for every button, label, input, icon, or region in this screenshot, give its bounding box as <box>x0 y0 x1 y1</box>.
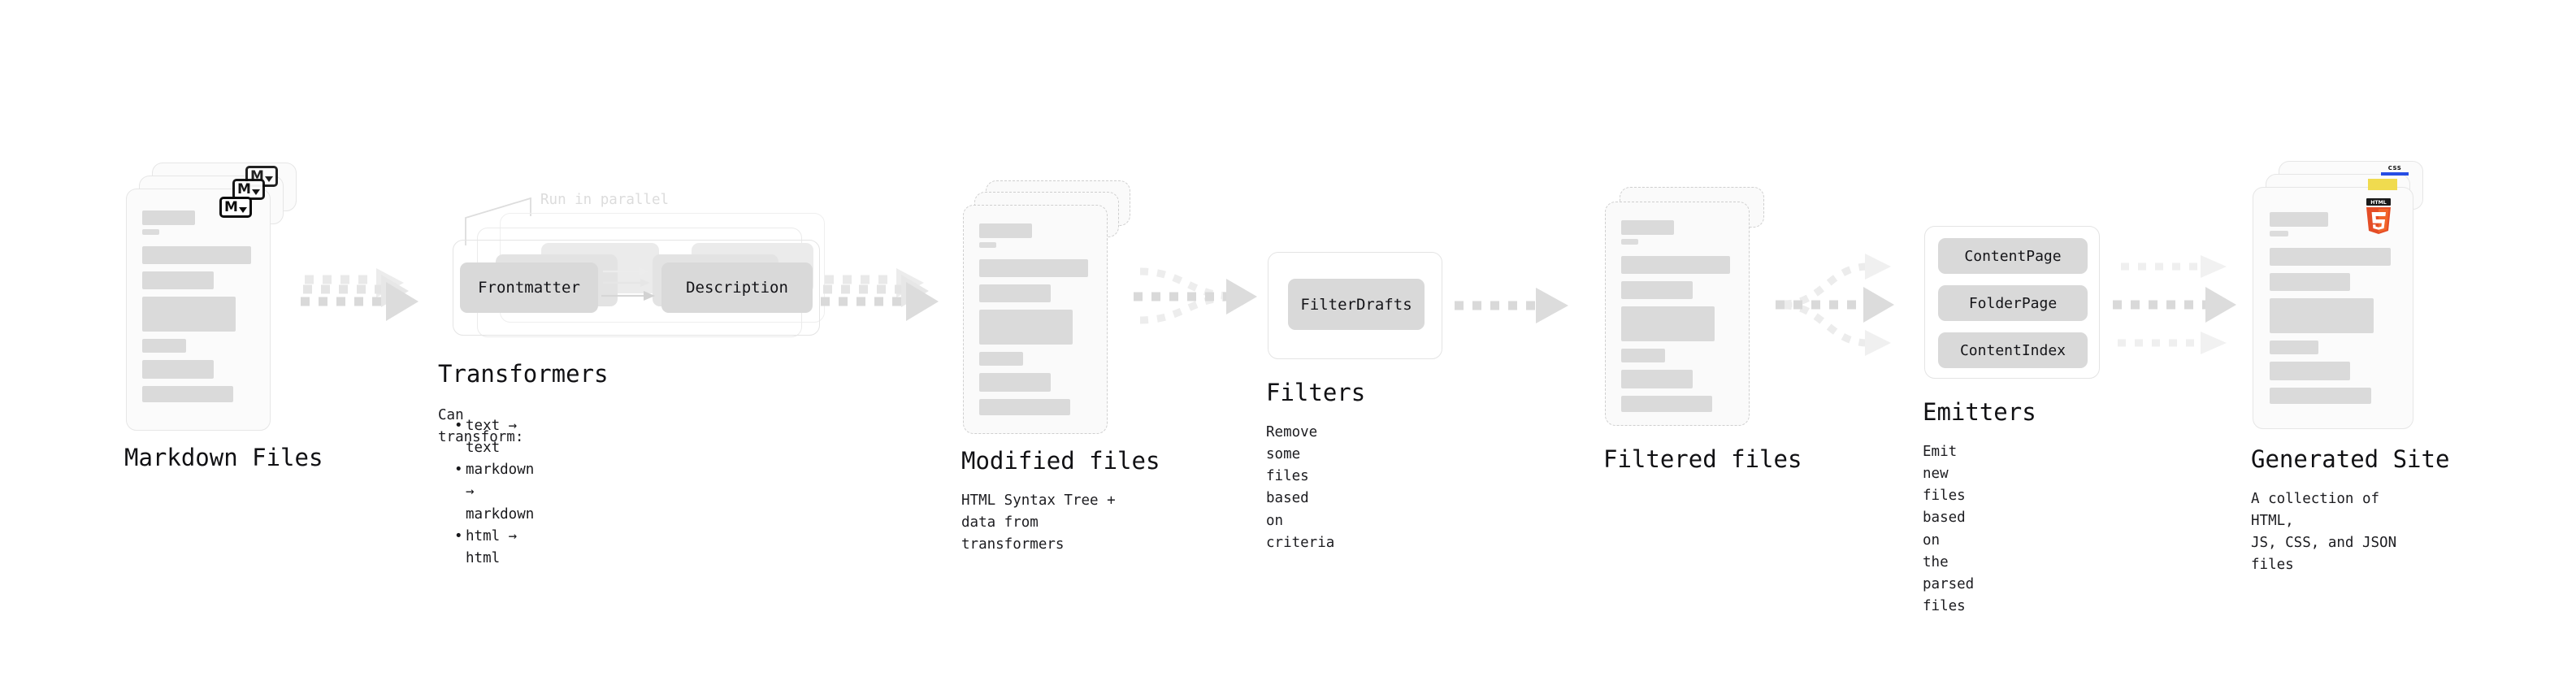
transformers-subtitle: Can transform: <box>438 407 524 446</box>
js-badge-icon <box>2368 179 2397 190</box>
filtered-file-stack <box>1605 187 1776 431</box>
pill-contentindex[interactable]: ContentIndex <box>1938 332 2088 368</box>
html5-badge-icon: HTML <box>2363 198 2394 234</box>
bullet-dot-icon: • <box>454 462 463 479</box>
label-filtered-files: Filtered files <box>1603 445 1802 473</box>
pill-filterdrafts[interactable]: FilterDrafts <box>1288 279 1425 330</box>
skeleton-line <box>142 386 233 402</box>
skeleton-line <box>142 297 236 332</box>
skeleton-line <box>2270 362 2350 380</box>
skeleton-meta <box>142 229 159 235</box>
skeleton-line <box>142 271 215 289</box>
skeleton-line <box>2270 248 2392 266</box>
markdown-card-skeleton <box>127 189 270 430</box>
transformer-group-front: Frontmatter Description <box>453 240 820 336</box>
run-in-parallel-leader-line <box>465 197 531 245</box>
skeleton-line <box>979 310 1073 345</box>
markdown-badge-arrow-icon <box>264 176 273 182</box>
markdown-card-front <box>126 189 271 431</box>
annotation-run-in-parallel: Run in parallel <box>540 192 670 208</box>
skeleton-line <box>2270 298 2374 333</box>
skeleton-line <box>1621 306 1715 341</box>
site-card-skeleton <box>2253 188 2413 428</box>
html5-logo-svg: HTML <box>2366 198 2391 234</box>
modified-files-subtitle: HTML Syntax Tree + data from transformer… <box>961 492 1116 553</box>
stage-modified-files: Modified files HTML Syntax Tree + data f… <box>961 180 1160 553</box>
filtered-card-skeleton <box>1606 202 1749 425</box>
skeleton-line <box>2270 340 2319 354</box>
label-emitters: Emitters <box>1923 398 2036 426</box>
bullet-item: • html → html <box>454 526 534 570</box>
bullet-item: • markdown → markdown <box>454 459 535 525</box>
filters-group-box: FilterDrafts <box>1268 252 1442 359</box>
pill-frontmatter[interactable]: Frontmatter <box>460 262 598 313</box>
modified-card-front <box>963 205 1108 434</box>
bullet-dot-icon: • <box>454 527 463 544</box>
skeleton-title <box>979 223 1032 238</box>
stage-markdown-files: M M M Markdown Files <box>124 163 323 471</box>
internal-arrows-frontmatter-to-description <box>601 267 655 301</box>
skeleton-line <box>142 339 186 353</box>
skeleton-line <box>1621 349 1665 362</box>
bullet-label: html → html <box>466 527 518 566</box>
filtered-card-front <box>1605 202 1750 426</box>
stage-filtered-files: Filtered files <box>1603 187 1802 472</box>
markdown-badge-arrow-icon <box>238 206 247 213</box>
generated-site-stack: CSS HTML <box>2253 161 2427 437</box>
pill-description[interactable]: Description <box>661 262 813 313</box>
skeleton-line <box>979 373 1052 392</box>
pill-contentpage[interactable]: ContentPage <box>1938 238 2088 274</box>
emitters-group-box: ContentPage FolderPage ContentIndex <box>1924 226 2100 379</box>
skeleton-title <box>142 210 195 225</box>
markdown-file-stack: M M M <box>126 163 297 431</box>
connector-modified-to-filters <box>1134 267 1257 324</box>
css-badge-label: CSS <box>2387 165 2402 171</box>
label-generated-site: Generated Site <box>2251 445 2450 473</box>
bullet-label: text → text <box>466 418 518 457</box>
skeleton-title <box>2270 212 2329 227</box>
generated-site-subtitle: A collection of HTML, JS, CSS, and JSON … <box>2251 491 2397 574</box>
skeleton-meta <box>1621 239 1638 245</box>
filters-subtitle: Remove some files based on criteria <box>1266 424 1335 551</box>
connector-emitters-to-site <box>2113 255 2236 354</box>
skeleton-line <box>2270 388 2371 404</box>
skeleton-line <box>1621 256 1730 274</box>
skeleton-line <box>979 284 1052 302</box>
skeleton-line <box>1621 370 1693 388</box>
label-modified-files: Modified files <box>961 447 1160 475</box>
label-markdown-files: Markdown Files <box>124 444 323 471</box>
svg-text:HTML: HTML <box>2370 200 2387 206</box>
skeleton-line <box>979 399 1070 415</box>
label-filters: Filters <box>1266 379 1366 406</box>
connector-filtered-to-emitters <box>1776 254 1894 356</box>
label-transformers: Transformers <box>438 360 609 388</box>
modified-card-skeleton <box>964 206 1107 433</box>
css-badge-bar <box>2381 172 2409 176</box>
markdown-badge: M <box>219 197 252 218</box>
emitters-subtitle: Emit new files based on the parsed files <box>1923 444 1975 614</box>
skeleton-line <box>142 360 215 379</box>
skeleton-line <box>142 246 251 264</box>
pill-folderpage[interactable]: FolderPage <box>1938 285 2088 321</box>
markdown-badge-arrow-icon <box>251 189 260 195</box>
transformers-bullet-list: • text → text • markdown → markdown • ht… <box>451 415 534 570</box>
bullet-label: markdown → markdown <box>466 462 535 523</box>
skeleton-title <box>1621 220 1674 235</box>
connector-transformers-to-modified <box>821 268 939 321</box>
stage-generated-site: CSS HTML Generated Site A collection of … <box>2251 161 2449 573</box>
skeleton-meta <box>979 242 996 248</box>
skeleton-line <box>1621 396 1712 412</box>
skeleton-meta <box>2270 231 2289 236</box>
connector-filters-to-filtered <box>1455 288 1568 323</box>
skeleton-line <box>979 352 1023 366</box>
css-badge-icon: CSS <box>2381 166 2409 176</box>
connector-markdown-to-transformers <box>301 268 418 321</box>
bullet-dot-icon: • <box>454 418 463 434</box>
bullet-item: • text → text <box>454 415 534 459</box>
skeleton-line <box>979 259 1088 277</box>
skeleton-line <box>2270 273 2350 291</box>
modified-file-stack <box>963 180 1134 434</box>
skeleton-line <box>1621 281 1693 299</box>
